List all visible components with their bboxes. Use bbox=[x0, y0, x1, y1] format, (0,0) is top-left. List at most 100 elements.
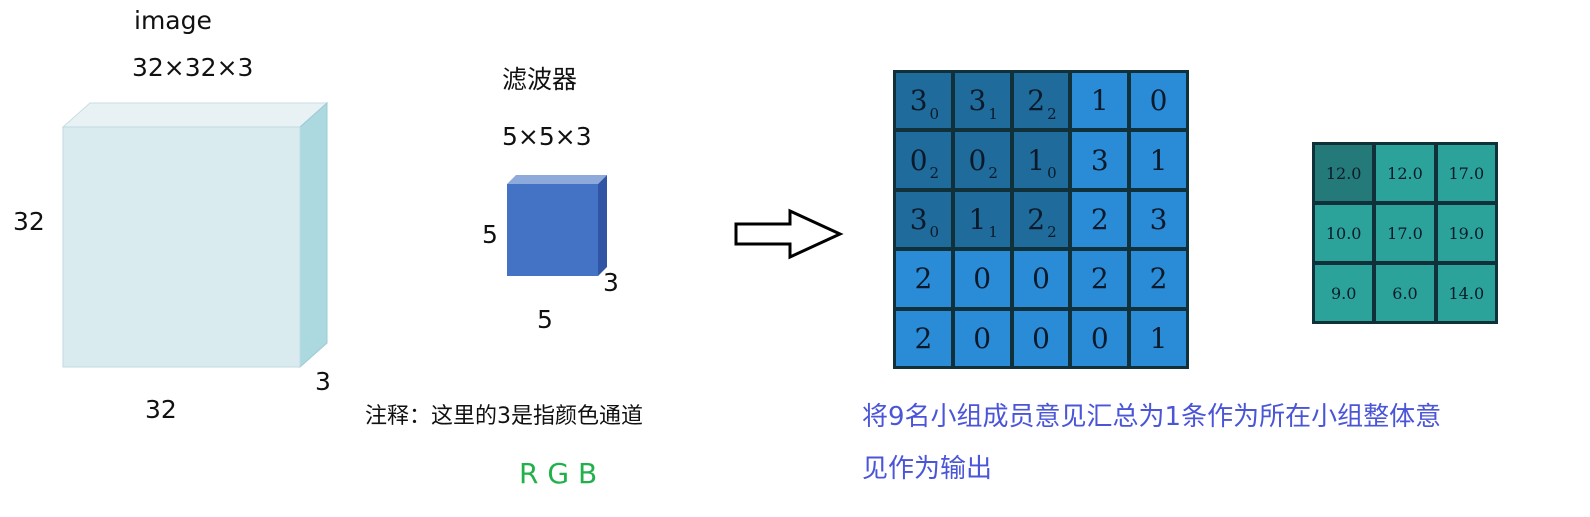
input-grid-cell-value: 0 bbox=[973, 262, 992, 296]
input-grid-cell-weight: 2 bbox=[1047, 223, 1057, 242]
input-grid-cell-value: 3 bbox=[909, 202, 928, 236]
filter-cube-front bbox=[507, 184, 598, 276]
output-grid-cell-value: 10.0 bbox=[1325, 223, 1362, 243]
input-grid-cell-value: 3 bbox=[968, 84, 987, 118]
filter-cube-side bbox=[598, 175, 607, 276]
input-grid-cell-value: 1 bbox=[1149, 321, 1168, 355]
output-grid-cell: 17.0 bbox=[1376, 205, 1434, 261]
input-grid-cell-value: 3 bbox=[1149, 202, 1168, 236]
input-grid-cell-value: 2 bbox=[1090, 262, 1109, 296]
image-depth-label: 3 bbox=[315, 367, 331, 396]
input-grid-cell: 0 bbox=[1013, 310, 1069, 366]
filter-title: 滤波器 bbox=[502, 65, 578, 94]
caption-line-2: 见作为输出 bbox=[862, 454, 993, 484]
input-grid-cell-weight: 1 bbox=[988, 223, 998, 242]
output-grid-cell-value: 12.0 bbox=[1325, 163, 1362, 183]
input-grid-cell-value: 2 bbox=[1090, 202, 1109, 236]
input-grid-cell-value: 2 bbox=[914, 262, 933, 296]
input-grid-cell-weight: 0 bbox=[929, 104, 940, 123]
rgb-label: R G B bbox=[519, 457, 598, 490]
image-title: image bbox=[134, 6, 212, 35]
input-grid-cell-value: 0 bbox=[1032, 262, 1050, 296]
output-grid-cell-value: 12.0 bbox=[1387, 163, 1423, 183]
input-grid-cell-value: 1 bbox=[968, 202, 987, 236]
input-grid-cell-value: 2 bbox=[1027, 202, 1046, 236]
input-grid-cell: 0 bbox=[1131, 73, 1186, 129]
input-grid-cell-value: 2 bbox=[914, 321, 933, 355]
input-grid-cell-weight: 1 bbox=[988, 104, 998, 123]
input-grid-cell-value: 1 bbox=[1149, 143, 1168, 177]
output-grid-cell: 12.0 bbox=[1315, 145, 1373, 201]
input-grid-cell-value: 0 bbox=[1090, 321, 1109, 355]
image-cube-front bbox=[62, 126, 301, 368]
output-grid-cell: 19.0 bbox=[1437, 205, 1495, 261]
image-height-label: 32 bbox=[13, 207, 45, 236]
image-cube bbox=[61, 101, 329, 369]
input-grid-cell-value: 2 bbox=[1149, 262, 1168, 296]
input-grid-cell-weight: 0 bbox=[929, 223, 940, 242]
caption-line-1: 将9名小组成员意见汇总为1条作为所在小组整体意 bbox=[862, 402, 1442, 432]
input-grid-cell-value: 0 bbox=[968, 143, 987, 177]
output-grid-cell-value: 6.0 bbox=[1392, 283, 1418, 303]
input-grid-cell: 2 bbox=[1072, 251, 1128, 307]
image-width-label: 32 bbox=[145, 395, 177, 424]
input-grid-cell: 2 bbox=[1072, 191, 1128, 248]
output-grid-cell: 9.0 bbox=[1315, 265, 1373, 321]
input-grid-cell-value: 3 bbox=[1090, 143, 1109, 177]
output-grid-cell-value: 14.0 bbox=[1448, 283, 1485, 303]
output-grid-cell: 6.0 bbox=[1376, 265, 1434, 321]
input-grid-cell-value: 1 bbox=[1027, 143, 1046, 177]
output-grid: 12.0 12.0 17.0 10.0 17.0 19.0 9.0 6.0 14.0 bbox=[1312, 142, 1498, 324]
input-grid-cell: 0 bbox=[954, 310, 1010, 366]
right-arrow-outline-icon bbox=[734, 208, 844, 260]
filter-cube bbox=[507, 175, 607, 276]
input-grid-cell-value: 0 bbox=[1149, 84, 1168, 118]
input-grid-cell: 1 bbox=[1131, 310, 1186, 366]
filter-height-label: 5 bbox=[482, 220, 498, 249]
filter-depth-label: 3 bbox=[603, 268, 619, 297]
input-grid-cell-value: 1 bbox=[1090, 84, 1109, 118]
image-cube-top bbox=[61, 102, 329, 128]
image-dims: 32×32×3 bbox=[132, 53, 254, 82]
filter-cube-top bbox=[507, 175, 607, 184]
input-grid-cell-weight: 2 bbox=[988, 164, 998, 183]
filter-width-label: 5 bbox=[537, 305, 553, 334]
output-grid-cell: 12.0 bbox=[1376, 145, 1434, 201]
input-grid-cell: 3 bbox=[1072, 132, 1128, 188]
output-grid-cell-value: 17.0 bbox=[1387, 223, 1423, 243]
output-grid-cell: 17.0 bbox=[1437, 145, 1495, 201]
input-grid-cell-value: 0 bbox=[909, 143, 928, 177]
input-grid-cell: 2 bbox=[896, 310, 951, 366]
input-grid-cell: 0 bbox=[954, 251, 1010, 307]
output-grid-cell-value: 9.0 bbox=[1330, 283, 1357, 303]
output-grid-cell-value: 19.0 bbox=[1448, 223, 1485, 243]
input-grid-cell-value: 2 bbox=[1027, 84, 1046, 118]
input-grid-cell-weight: 0 bbox=[1047, 164, 1057, 183]
output-grid-cell: 14.0 bbox=[1437, 265, 1495, 321]
note-text: 注释：这里的3是指颜色通道 bbox=[365, 404, 643, 429]
input-grid-cell-value: 3 bbox=[909, 84, 928, 118]
output-grid-cell-value: 17.0 bbox=[1448, 163, 1485, 183]
input-grid-cell-weight: 2 bbox=[1047, 104, 1057, 123]
input-grid-cell: 0 bbox=[1013, 251, 1069, 307]
input-grid-cell: 1 bbox=[1131, 132, 1186, 188]
input-grid-cell: 2 bbox=[896, 251, 951, 307]
input-grid-cell-value: 0 bbox=[1032, 321, 1050, 355]
image-cube-side bbox=[299, 101, 328, 369]
input-grid-cell: 0 bbox=[1072, 310, 1128, 366]
input-grid-cell: 2 bbox=[1131, 251, 1186, 307]
output-grid-cell: 10.0 bbox=[1315, 205, 1373, 261]
input-grid-cell-value: 0 bbox=[973, 321, 992, 355]
